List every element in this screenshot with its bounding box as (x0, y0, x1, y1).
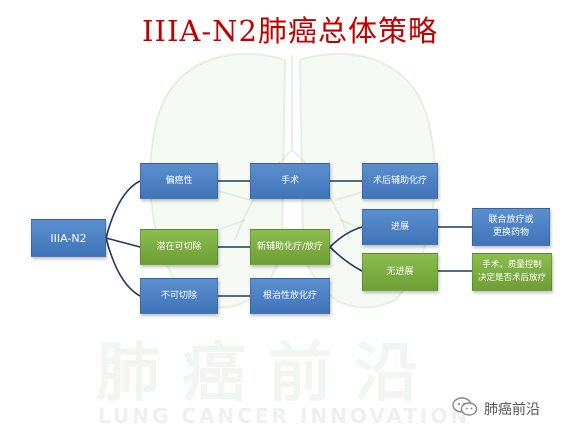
node-surgery-decision-line2: 决定是否术后放疗 (477, 273, 546, 283)
node-surgery: 手术 (250, 163, 330, 199)
node-surgery-decision-line1: 手术，质量控制 (482, 260, 542, 270)
brand-badge: 肺癌前沿 (452, 397, 540, 421)
node-surgery-decision: 手术，质量控制 决定是否术后放疗 (472, 253, 552, 291)
node-potentially-resectable-label: 潜在可切除 (156, 241, 202, 252)
node-postop-adjuvant: 术后辅助化疗 (362, 163, 438, 199)
node-iiia-n2-label: IIIA-N2 (50, 231, 87, 245)
node-marginal: 偏癌性 (140, 163, 218, 199)
node-radical-chemoradio: 根治性放化疗 (250, 278, 330, 314)
node-iiia-n2: IIIA-N2 (31, 219, 106, 257)
watermark-chinese: 肺癌前沿 (96, 336, 440, 411)
node-marginal-label: 偏癌性 (165, 175, 193, 186)
node-progression-label: 进展 (390, 221, 409, 232)
node-neoadjuvant: 新辅助化疗/放疗 (250, 229, 330, 265)
wechat-icon (452, 397, 478, 421)
node-potentially-resectable: 潜在可切除 (140, 229, 218, 265)
slide-title: IIIA-N2肺癌总体策略 (142, 14, 438, 48)
node-radical-chemoradio-label: 根治性放化疗 (262, 290, 317, 301)
node-progression: 进展 (362, 209, 438, 245)
watermark-english: LUNG CANCER INNOVATION (98, 404, 471, 428)
brand-label: 肺癌前沿 (484, 402, 540, 418)
node-chemo-or-switch-line1: 联合放疗或 (488, 215, 534, 225)
node-unresectable: 不可切除 (140, 278, 218, 314)
node-neoadjuvant-label: 新辅助化疗/放疗 (256, 241, 324, 252)
node-chemo-or-switch-line2: 更换药物 (492, 228, 529, 238)
node-surgery-label: 手术 (280, 175, 299, 186)
node-no-progression-label: 无进展 (386, 266, 414, 277)
node-unresectable-label: 不可切除 (160, 290, 197, 301)
node-no-progression: 无进展 (362, 253, 438, 291)
node-chemo-or-switch: 联合放疗或 更换药物 (472, 208, 550, 246)
node-postop-adjuvant-label: 术后辅助化疗 (372, 175, 427, 186)
